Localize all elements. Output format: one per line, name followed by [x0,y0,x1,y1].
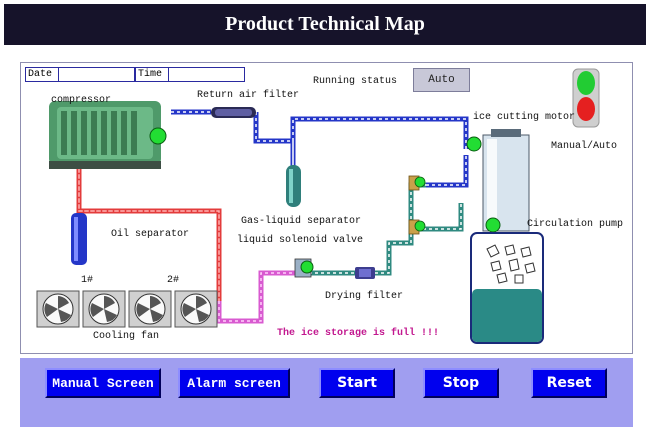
cooling-fan-icon [174,290,218,328]
gas-liquid-separator [286,165,301,207]
expansion-valve-bottom [408,219,426,235]
compressor [49,101,167,169]
time-label: Time [136,68,169,81]
page-header: Product Technical Map [4,4,646,45]
start-button[interactable]: Start [319,368,395,398]
drying-filter [355,267,375,279]
circulation-pump-indicator [485,217,501,233]
running-status-label: Running status [313,76,398,87]
time-value [169,68,244,81]
return-air-filter-label: Return air filter [197,90,300,101]
pipe-teal [309,182,464,276]
fan-1-label: 1# [81,275,94,286]
ice-maker-drum [466,129,530,233]
date-display: Date [25,67,135,82]
cooling-fan-icon [82,290,126,328]
oil-separator [71,213,87,265]
reset-button[interactable]: Reset [531,368,607,398]
stop-button[interactable]: Stop [423,368,499,398]
process-diagram-panel: Date Time Running status Auto Manual/Aut… [20,62,633,354]
pipe-magenta [216,270,301,324]
compressor-status-indicator [149,127,167,145]
fan-2-label: 2# [167,275,180,286]
cooling-fan-group [36,290,218,328]
manual-screen-button[interactable]: Manual Screen [45,368,161,398]
gas-liquid-separator-label: Gas-liquid separator [241,216,362,227]
oil-separator-label: Oil separator [111,229,190,240]
ice-cutting-motor-label: ice cutting motor [473,112,576,123]
liquid-solenoid-valve-label: liquid solenoid valve [237,235,364,246]
pipe-red [76,142,222,304]
liquid-solenoid-valve [294,258,314,278]
cooling-fan-icon [36,290,80,328]
process-diagram [36,68,600,344]
circulation-pump-label: Circulation pump [527,219,624,230]
page-title: Product Technical Map [225,13,425,35]
ice-storage-water-level [472,289,542,342]
drying-filter-label: Drying filter [325,291,404,302]
return-air-filter [211,107,256,118]
ice-storage-bin [470,232,544,344]
solenoid-valve-status-indicator [300,260,314,274]
ice-cubes [486,244,536,284]
cooling-fan-icon [128,290,172,328]
ice-storage-full-warning: The ice storage is full !!! [277,328,440,339]
auto-mode-button[interactable]: Auto [413,68,470,92]
control-footer: Manual Screen Alarm screen Start Stop Re… [20,358,633,427]
manual-auto-indicator [572,68,600,128]
alarm-screen-button[interactable]: Alarm screen [178,368,290,398]
date-value [59,68,134,81]
cooling-fan-label: Cooling fan [93,331,160,342]
expansion-valve-top [408,175,426,191]
time-display: Time [135,67,245,82]
compressor-label: compressor [51,95,112,106]
manual-auto-label: Manual/Auto [551,141,618,152]
ice-cutting-motor-indicator [466,136,482,152]
pipe-blue [171,109,469,188]
date-label: Date [26,68,59,81]
